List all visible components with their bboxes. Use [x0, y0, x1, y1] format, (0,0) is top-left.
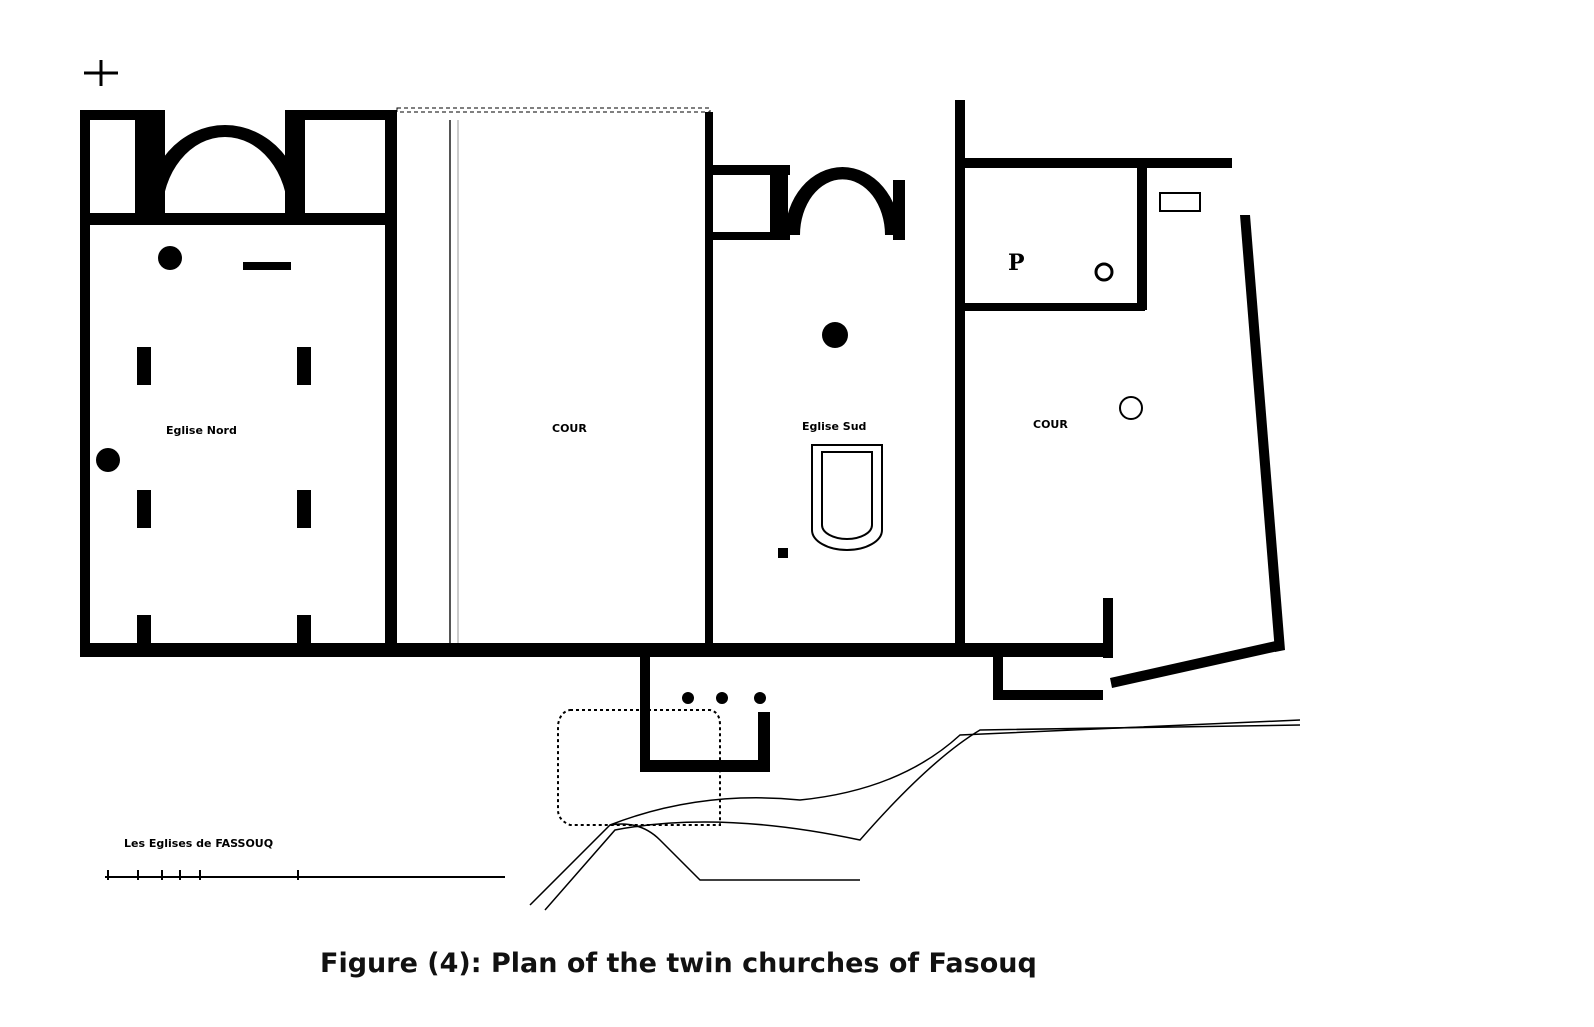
entrance-structure	[557, 655, 770, 826]
path-lines	[529, 719, 1301, 911]
west-court-label: COUR	[552, 422, 587, 435]
cistern-icon	[1119, 396, 1143, 420]
east-court	[80, 158, 1285, 700]
west-court	[396, 107, 713, 655]
east-court-label: COUR	[1033, 418, 1068, 431]
room-p-label: P	[1008, 250, 1025, 276]
south-church-label: Eglise Sud	[802, 420, 866, 433]
altar-outline	[811, 444, 883, 551]
figure-caption: Figure (4): Plan of the twin churches of…	[320, 948, 1037, 979]
south-church	[710, 100, 965, 655]
scale-title: Les Eglises de FASSOUQ	[124, 837, 273, 850]
north-arrow-icon	[84, 60, 118, 86]
north-church	[80, 110, 397, 655]
north-church-label: Eglise Nord	[166, 424, 237, 437]
scale-bar	[105, 870, 505, 880]
